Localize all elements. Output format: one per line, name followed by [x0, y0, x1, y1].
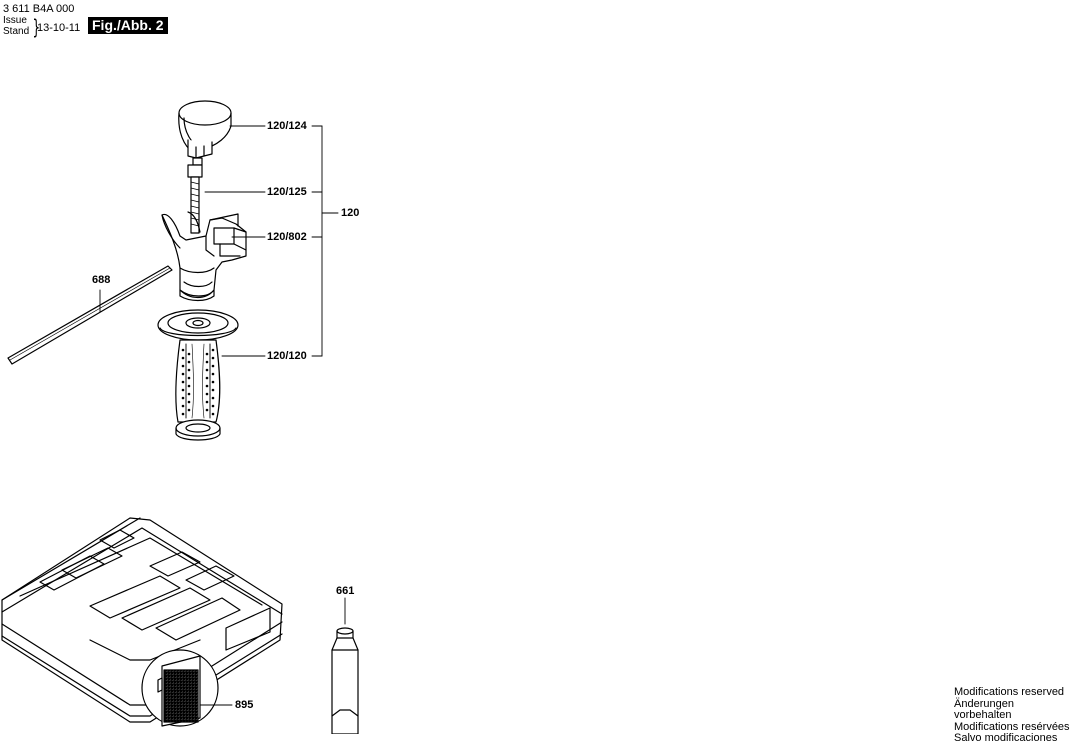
- grip-handle-part: [157, 309, 239, 441]
- modifications-line-es: Salvo modificaciones: [954, 732, 1058, 745]
- clamp-band-part: [178, 100, 232, 166]
- modifications-line-de: Änderungen vorbehalten: [954, 697, 1014, 722]
- issue-label: Issue: [3, 15, 27, 26]
- brace-glyph: }: [32, 15, 41, 39]
- part-label-case-insert: 895: [235, 699, 254, 711]
- leader-lines: [99, 125, 346, 706]
- issue-date: 13-10-11: [37, 22, 81, 34]
- figure-label: Fig./Abb. 2: [88, 17, 168, 34]
- case-insert-detail: [141, 649, 219, 727]
- modifications-line-fr: Modifications resérvées: [954, 720, 1070, 733]
- part-label-clamp: 120/124: [267, 120, 307, 132]
- modifications-line-en: Modifications reserved: [954, 686, 1065, 698]
- document-number: 3 611 B4A 000: [3, 3, 75, 15]
- part-label-handle: 120/120: [267, 350, 307, 362]
- stand-label: Stand: [3, 26, 30, 37]
- handle-housing-part: [161, 211, 247, 302]
- part-label-assembly: 120: [341, 207, 360, 219]
- part-label-depth-stop: 688: [92, 274, 111, 286]
- modifications-notice: Modifications reserved Änderungen vorbeh…: [954, 686, 1070, 745]
- part-label-grease: 661: [336, 585, 355, 597]
- threaded-rod-part: [187, 164, 203, 234]
- part-label-rod: 120/125: [267, 186, 307, 198]
- part-label-housing: 120/802: [267, 231, 307, 243]
- grease-tube-part: [331, 627, 359, 734]
- depth-stop-rod-part: [7, 265, 173, 365]
